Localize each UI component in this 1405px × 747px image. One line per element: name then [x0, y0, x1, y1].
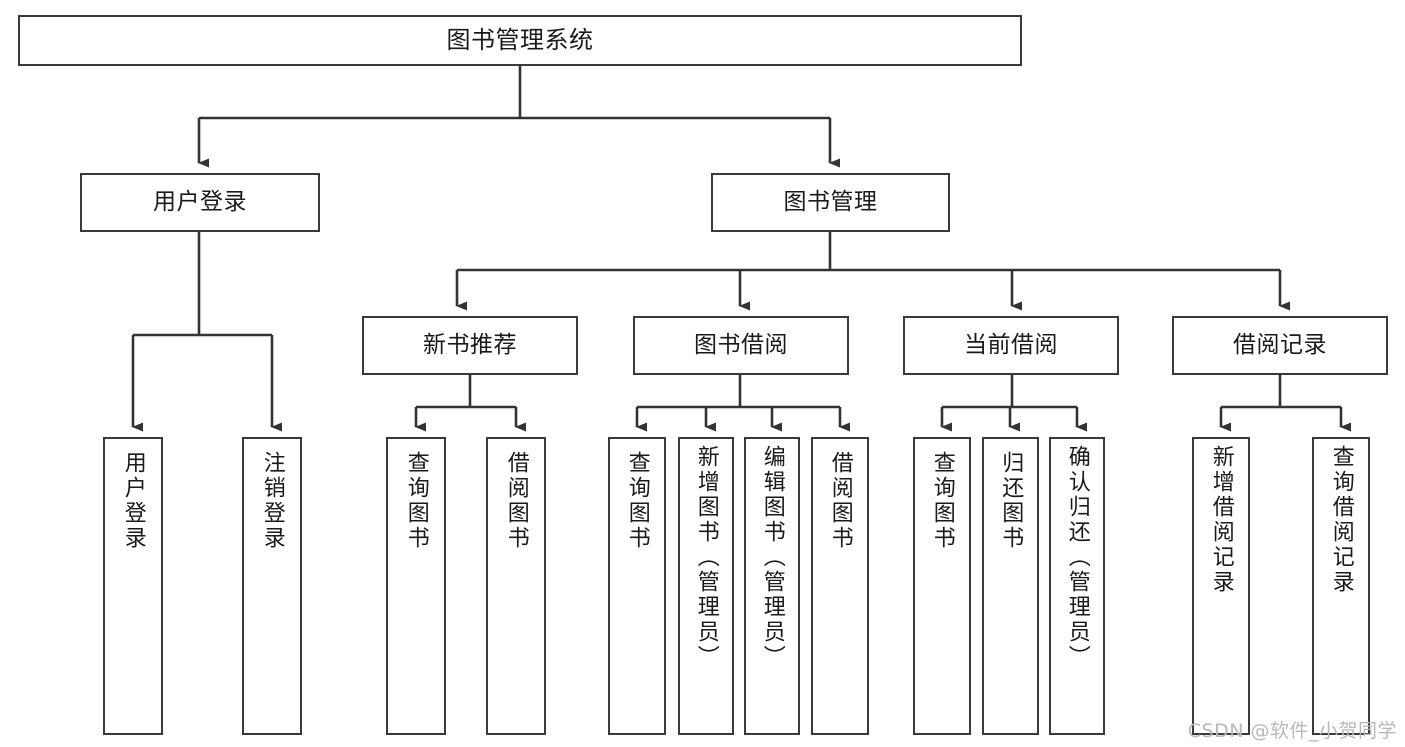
node-label: 查询图书: [929, 451, 955, 551]
leaf-borrow-borrow-book[interactable]: 借阅图书: [811, 437, 869, 735]
node-label: 借阅图书: [827, 451, 853, 551]
leaf-current-confirm-return-admin[interactable]: 确认归还（管理员）: [1049, 437, 1105, 735]
node-label: 用户登录: [153, 189, 247, 216]
node-book-management[interactable]: 图书管理: [711, 173, 950, 232]
leaf-borrow-add-book-admin[interactable]: 新增图书（管理员）: [678, 437, 734, 735]
node-label: 借阅图书: [503, 451, 529, 551]
leaf-user-login-signin[interactable]: 用户登录: [103, 437, 163, 735]
node-label: 当前借阅: [964, 332, 1058, 359]
node-label: 新书推荐: [423, 332, 517, 359]
node-label: 查询借阅记录: [1328, 445, 1354, 595]
node-label: 借阅记录: [1233, 332, 1327, 359]
node-root-book-management-system[interactable]: 图书管理系统: [18, 15, 1022, 66]
node-label: 图书借阅: [694, 332, 788, 359]
node-user-login[interactable]: 用户登录: [80, 173, 320, 232]
leaf-user-login-signout[interactable]: 注销登录: [242, 437, 302, 735]
node-current-borrow[interactable]: 当前借阅: [903, 316, 1119, 375]
node-label: 确认归还（管理员）: [1064, 445, 1090, 670]
node-label: 新增图书（管理员）: [693, 445, 719, 670]
leaf-record-add-borrow-record[interactable]: 新增借阅记录: [1192, 437, 1250, 735]
node-new-book-recommend[interactable]: 新书推荐: [362, 316, 578, 375]
leaf-new-book-borrow-book[interactable]: 借阅图书: [486, 437, 546, 735]
node-label: 查询图书: [624, 451, 650, 551]
node-label: 注销登录: [259, 451, 285, 551]
leaf-record-query-borrow-record[interactable]: 查询借阅记录: [1312, 437, 1370, 735]
leaf-new-book-query-book[interactable]: 查询图书: [386, 437, 446, 735]
leaf-current-return-book[interactable]: 归还图书: [982, 437, 1039, 735]
node-label: 图书管理: [783, 189, 878, 216]
leaf-borrow-query-book[interactable]: 查询图书: [608, 437, 666, 735]
node-label: 用户登录: [120, 451, 146, 551]
watermark: CSDN @软件_小贺同学: [1187, 720, 1397, 742]
leaf-borrow-edit-book-admin[interactable]: 编辑图书（管理员）: [744, 437, 800, 735]
node-borrow-record[interactable]: 借阅记录: [1172, 316, 1388, 375]
node-label: 查询图书: [403, 451, 429, 551]
node-label: 归还图书: [998, 451, 1024, 551]
node-book-borrow[interactable]: 图书借阅: [633, 316, 849, 375]
node-label: 图书管理系统: [446, 25, 594, 54]
node-label: 新增借阅记录: [1208, 445, 1234, 595]
leaf-current-query-book[interactable]: 查询图书: [913, 437, 971, 735]
node-label: 编辑图书（管理员）: [759, 445, 785, 670]
